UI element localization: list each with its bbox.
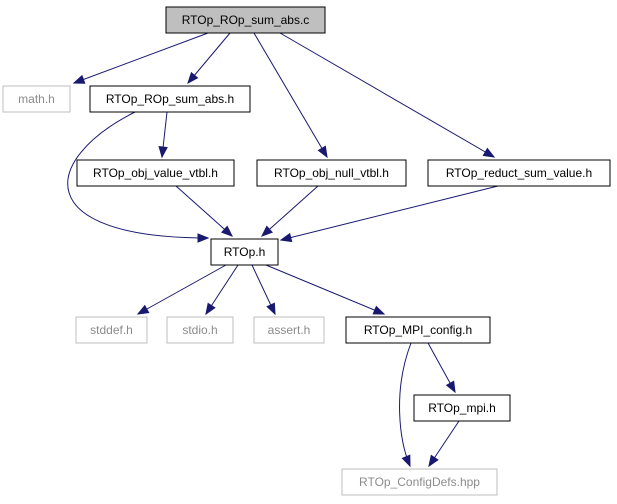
node-mpi[interactable]: RTOp_mpi.h (413, 394, 511, 422)
node-box (76, 159, 235, 187)
edge-mpiconfig-mpi (427, 342, 456, 394)
edge-arrowhead (401, 454, 411, 468)
node-box (165, 6, 326, 34)
edge-line (261, 185, 319, 237)
edge-line (137, 264, 227, 315)
edge-arrowhead (445, 380, 456, 394)
edge-objval-rtop (175, 185, 234, 237)
node-mpiconfig[interactable]: RTOp_MPI_config.h (345, 316, 491, 344)
node-configdefs: RTOp_ConfigDefs.hpp (341, 468, 498, 496)
node-label: math.h (18, 92, 55, 106)
node-label: RTOp_ROp_sum_abs.c (182, 13, 310, 27)
edge-rtop-mpiconfig (265, 264, 386, 315)
edge-line (253, 32, 328, 158)
edge-arrowhead (279, 232, 293, 243)
node-label: RTOp_mpi.h (428, 401, 496, 415)
node-root[interactable]: RTOp_ROp_sum_abs.c (165, 6, 326, 34)
edge-root-objnull (253, 32, 328, 159)
node-box (427, 159, 611, 187)
node-box (2, 85, 71, 113)
edge-reduct-rtop (279, 185, 499, 243)
edge-line (187, 32, 231, 84)
node-label: RTOp_MPI_config.h (364, 323, 472, 337)
edge-rtop-stddef (136, 264, 227, 315)
node-label: RTOp.h (224, 245, 266, 259)
edge-line (265, 264, 385, 315)
node-label: RTOp_ROp_sum_abs.h (106, 92, 234, 106)
node-label: RTOp_reduct_sum_value.h (446, 166, 592, 180)
edge-arrowhead (260, 225, 273, 237)
edge-arrowhead (428, 454, 439, 468)
node-box (166, 316, 234, 344)
edge-line (280, 185, 499, 241)
node-box (253, 316, 325, 344)
edge-arrowhead (197, 233, 210, 243)
edge-mpi-configdefs (428, 420, 460, 468)
node-math: math.h (2, 85, 71, 113)
node-objval[interactable]: RTOp_obj_value_vtbl.h (76, 159, 235, 187)
edge-arrowhead (187, 71, 199, 85)
edge-mpiconfig-configdefs (399, 342, 412, 468)
edge-arrowhead (266, 302, 276, 316)
nodes-layer: RTOp_ROp_sum_abs.c math.h RTOp_ROp_sum_abs… (2, 6, 611, 496)
edge-root-sumabs_h (187, 32, 231, 85)
node-stddef: stddef.h (75, 316, 148, 344)
node-reduct[interactable]: RTOp_reduct_sum_value.h (427, 159, 611, 187)
node-box (210, 238, 279, 266)
node-box (75, 316, 148, 344)
edge-root-math (72, 32, 209, 84)
node-label: RTOp_ConfigDefs.hpp (359, 475, 480, 489)
edge-line (279, 32, 495, 158)
node-label: RTOp_obj_null_vtbl.h (274, 166, 389, 180)
edge-arrowhead (372, 305, 386, 315)
edge-arrowhead (136, 304, 150, 315)
edge-sumabs_h-objval (158, 111, 168, 159)
edge-line (399, 342, 412, 467)
node-assert: assert.h (253, 316, 325, 344)
node-box (256, 159, 407, 187)
edge-rtop-stdio (205, 264, 239, 316)
node-stdio: stdio.h (166, 316, 234, 344)
node-label: assert.h (268, 323, 311, 337)
node-box (341, 468, 498, 496)
edge-root-reduct (279, 32, 496, 158)
node-box (89, 85, 251, 113)
edge-arrowhead (158, 146, 168, 159)
edge-arrowhead (72, 74, 86, 84)
edge-rtop-assert (251, 264, 276, 316)
edge-line (67, 111, 209, 239)
node-rtop[interactable]: RTOp.h (210, 238, 279, 266)
node-label: stddef.h (90, 323, 133, 337)
edge-sumabs_h-rtop (67, 111, 210, 243)
node-box (345, 316, 491, 344)
edge-line (73, 32, 209, 84)
edge-arrowhead (205, 302, 216, 316)
edge-arrowhead (221, 225, 234, 237)
node-label: stdio.h (182, 323, 217, 337)
node-objnull[interactable]: RTOp_obj_null_vtbl.h (256, 159, 407, 187)
edge-objnull-rtop (260, 185, 319, 237)
edge-arrowhead (482, 147, 496, 158)
edges-layer (67, 32, 499, 468)
node-sumabs_h[interactable]: RTOp_ROp_sum_abs.h (89, 85, 251, 113)
node-box (413, 394, 511, 422)
edge-arrowhead (317, 145, 328, 159)
edge-line (175, 185, 233, 237)
node-label: RTOp_obj_value_vtbl.h (93, 166, 218, 180)
